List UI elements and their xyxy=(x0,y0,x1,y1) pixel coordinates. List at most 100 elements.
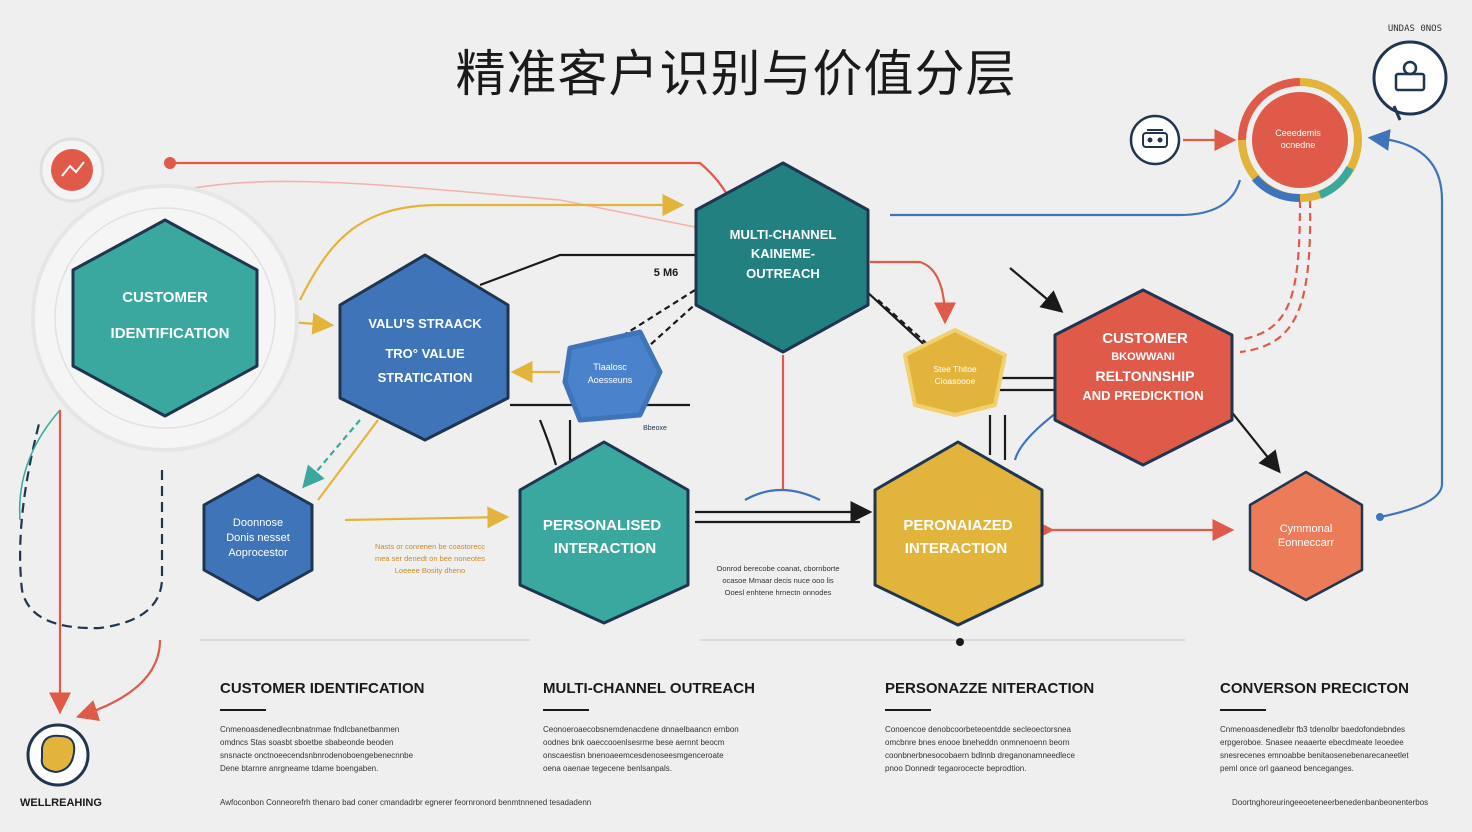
connector-yellow-bottom xyxy=(344,506,510,529)
personalised-interaction-1-group: PERSONALISED INTERACTION xyxy=(518,440,690,625)
column-text-line: omcbnre bnes enooe bneheddn onmnenoenn b… xyxy=(885,738,1070,747)
customer-relationship-group: CUSTOMER BKOWWANI RELTONNSHIP AND PREDIC… xyxy=(1053,288,1234,467)
small-orange-label-1: Cymmonal xyxy=(1280,523,1333,535)
small-yellow-pentagon-group: Stee Thitoe Cioasoooe xyxy=(903,328,1007,417)
chart-icon xyxy=(39,137,105,203)
small-blue-group: Doonnose Donis nesset Aoprocestor xyxy=(202,473,314,602)
customer-identification-label-2: IDENTIFICATION xyxy=(111,325,230,342)
connector-yellow-diag xyxy=(317,419,379,501)
top-right-ring-node[interactable] xyxy=(1252,92,1348,188)
small-blue-label-2: Donis nesset xyxy=(226,532,290,544)
column-rule xyxy=(543,709,589,711)
orange-note-3: Loeeee Bosity dheno xyxy=(395,566,465,575)
top-right-ring-label-1: Ceeedemis xyxy=(1275,128,1321,138)
small-blue-pentagon-caption: Bbeoxe xyxy=(643,425,667,432)
customer-identification-node[interactable] xyxy=(71,218,259,418)
column-heading: CUSTOMER IDENTIFCATION xyxy=(220,680,425,697)
column-heading: MULTI-CHANNEL OUTREACH xyxy=(543,680,755,697)
column-text-line: Conoencoe denobcoorbeteoentdde secleoect… xyxy=(885,725,1071,734)
column-text-line: Cnmenoasdenedlecnbnatnmae fndlcbanetbanm… xyxy=(220,725,400,734)
customer-identification-label-1: CUSTOMER xyxy=(122,289,208,306)
connector-yellow-top xyxy=(299,194,685,301)
small-blue-pentagon-label-2: Aoesseuns xyxy=(588,375,633,385)
column-heading: CONVERSON PRECICTON xyxy=(1220,680,1409,697)
orange-note-1: Nasts or conrenen be coastorecc xyxy=(375,542,485,551)
wellreaching-logo-icon xyxy=(26,723,90,787)
small-yellow-pentagon-node[interactable] xyxy=(903,328,1007,417)
customer-relationship-label-2: BKOWWANI xyxy=(1111,351,1175,363)
small-blue-pentagon-label-1: Tlaalosc xyxy=(593,362,627,372)
small-label: 5 M6 xyxy=(654,267,678,279)
column-text-line: Cnmenoasdenedlebr fb3 tdenolbr baedofond… xyxy=(1220,725,1406,734)
small-blue-node[interactable] xyxy=(202,473,314,602)
connector-red-dashed-1 xyxy=(1239,199,1302,342)
column-customer-identification: CUSTOMER IDENTIFCATION Cnmenoasdenedlecn… xyxy=(220,680,470,775)
annotation-orange: Nasts or conrenen be coastorecc mea ser … xyxy=(375,542,485,575)
multi-channel-label-1: MULTI-CHANNEL xyxy=(730,227,837,242)
small-blue-pentagon-node[interactable] xyxy=(562,329,663,423)
personalised-interaction-2-label-1: PERONAIAZED xyxy=(903,517,1012,534)
value-stratification-node[interactable] xyxy=(338,253,510,442)
connector-dark-1 xyxy=(479,253,700,287)
small-orange-group: Cymmonal Eonneccarr xyxy=(1248,470,1384,602)
connectors xyxy=(18,129,1444,722)
connector-blue-right xyxy=(1379,200,1444,519)
personalised-interaction-1-label-2: INTERACTION xyxy=(554,540,657,557)
small-yellow-pentagon-label-2: Cioasoooe xyxy=(935,376,976,386)
value-stratification-group: VALU'S STRAACK TRO° VALUE STRATICATION xyxy=(338,253,510,442)
footer-right-text: Doortnghoreuringeeoeteneerbenedenbanbeon… xyxy=(1232,798,1429,807)
customer-identification-group: CUSTOMER IDENTIFICATION xyxy=(31,184,299,452)
small-yellow-pentagon-label-1: Stee Thitoe xyxy=(933,364,977,374)
top-right-ring-group: Ceeedemis ocnedne xyxy=(1238,78,1362,203)
connector-dark-3 xyxy=(619,299,701,373)
connector-dark-dashed xyxy=(19,419,164,630)
connector-pink xyxy=(165,180,701,229)
connector-blue-mid xyxy=(1013,409,1061,461)
team-icon[interactable] xyxy=(1129,114,1181,166)
column-text-line: Dene btarnre anrgneame tdame boengaben. xyxy=(220,764,379,773)
column-text-line: peml once orl gaaneod benceganges. xyxy=(1220,764,1354,773)
column-multi-channel: MULTI-CHANNEL OUTREACH Ceonoeroaecobsnem… xyxy=(543,680,793,775)
personalised-interaction-1-node[interactable] xyxy=(518,440,690,625)
footer-left-text: Awfoconbon Conneorefrh thenaro bad coner… xyxy=(220,798,592,807)
multi-channel-node[interactable] xyxy=(694,161,870,354)
multi-channel-group: MULTI-CHANNEL KAINEME- OUTREACH 5 M6 xyxy=(654,161,870,354)
column-rule xyxy=(220,709,266,711)
connector-teal-dashed xyxy=(302,419,361,489)
column-text-line: erpgeroboe. Snasee neaaerte ebecdmeate I… xyxy=(1220,738,1404,747)
annotation-mid: Oonrod berecobe coanat, cbornborte ocaso… xyxy=(717,564,840,597)
mid-note-1: Oonrod berecobe coanat, cbornborte xyxy=(717,564,840,573)
column-text-line: onscaestisn bnenoaeemcesdenoseesmgencero… xyxy=(543,751,724,760)
mid-note-2: ocasoe Mmaar decis nuce ooo lis xyxy=(722,576,834,585)
page-title: 精准客户识别与价值分层 xyxy=(455,45,1017,103)
value-stratification-label-1: VALU'S STRAACK xyxy=(368,316,482,331)
user-profile-icon[interactable] xyxy=(1372,40,1448,121)
customer-relationship-label-1: CUSTOMER xyxy=(1102,330,1188,347)
value-stratification-label-2: TRO° VALUE xyxy=(385,346,465,361)
multi-channel-label-2: KAINEME- xyxy=(751,246,815,261)
small-orange-node[interactable] xyxy=(1248,470,1364,602)
column-text-line: oena oaenae tegecene benlsanpals. xyxy=(543,764,672,773)
column-text-line: omdncs Stas soasbt sboetbe sbabeonde beo… xyxy=(220,738,394,747)
connector-dark-14 xyxy=(1229,409,1281,474)
value-stratification-label-3: STRATICATION xyxy=(378,370,473,385)
small-blue-label-1: Doonnose xyxy=(233,517,283,529)
connector-blue-right-top xyxy=(1367,129,1444,201)
connector-blue-top xyxy=(890,179,1242,217)
column-personalised-interaction: PERSONAZZE NITERACTION Conoencoe denobco… xyxy=(885,680,1135,775)
customer-relationship-label-3: RELTONNSHIP xyxy=(1095,368,1194,384)
connector-dark-11 xyxy=(1009,267,1064,313)
small-blue-pentagon-group: Tlaalosc Aoesseuns Bbeoxe xyxy=(562,329,667,432)
personalised-interaction-2-label-2: INTERACTION xyxy=(905,540,1008,557)
column-heading: PERSONAZZE NITERACTION xyxy=(885,680,1095,697)
connector-red-mc xyxy=(870,260,956,325)
top-right-ring-label-2: ocnedne xyxy=(1281,140,1316,150)
small-blue-label-3: Aoprocestor xyxy=(228,547,288,559)
customer-relationship-node[interactable] xyxy=(1053,288,1234,467)
multi-channel-label-3: OUTREACH xyxy=(746,266,820,281)
connector-dark-5 xyxy=(538,419,558,466)
personalised-interaction-2-node[interactable] xyxy=(873,440,1044,627)
column-rule xyxy=(1220,709,1266,711)
small-orange-label-2: Eonneccarr xyxy=(1278,537,1335,549)
connector-red-left-2 xyxy=(75,639,162,722)
